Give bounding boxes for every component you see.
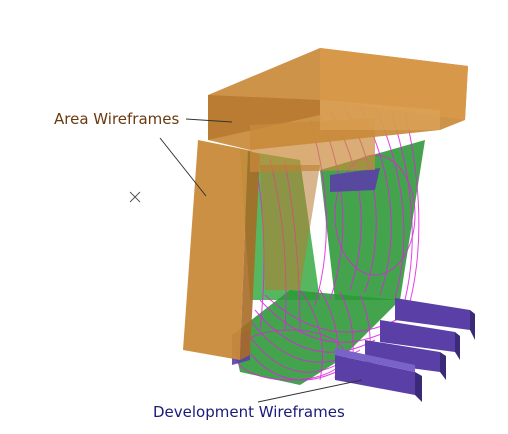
area-solids xyxy=(183,48,468,360)
area-leader-line-1 xyxy=(185,118,233,123)
development-wireframes-label: Development Wireframes xyxy=(153,403,345,421)
area-leader-line-2 xyxy=(159,137,207,197)
area-wireframes-label: Area Wireframes xyxy=(54,110,180,128)
cross-marker-icon xyxy=(129,191,141,203)
development-blocks xyxy=(232,168,475,402)
development-leader-line xyxy=(257,379,363,403)
